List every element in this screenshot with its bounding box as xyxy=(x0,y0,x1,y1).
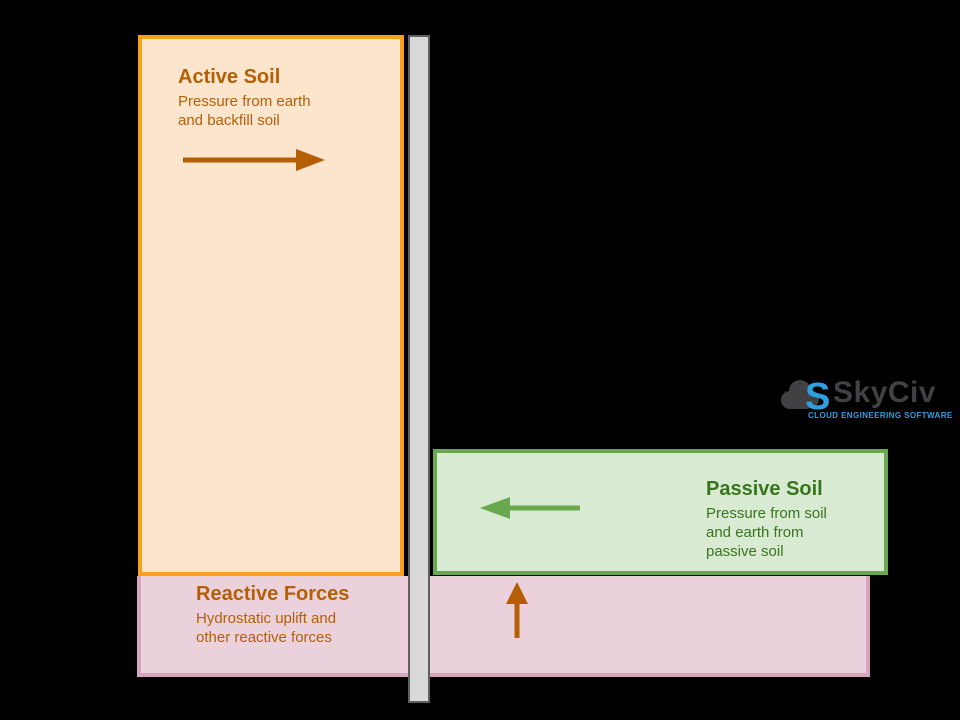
active-soil-title: Active Soil xyxy=(178,66,281,88)
right-arrow-icon xyxy=(183,149,325,171)
active-soil-text-block: Active Soil Pressure from earth and back… xyxy=(178,65,311,130)
reactive-forces-description: Hydrostatic uplift and other reactive fo… xyxy=(196,610,337,646)
retaining-wall xyxy=(408,35,430,703)
left-arrow-icon xyxy=(480,497,580,519)
skyciv-brand-text: SkyCiv xyxy=(833,376,937,409)
skyciv-logo: S SkyCiv CLOUD ENGINEERING SOFTWARE xyxy=(779,373,953,429)
up-arrow-icon xyxy=(506,582,528,638)
reactive-forces-title: Reactive Forces xyxy=(196,583,350,605)
passive-soil-description: Pressure from soil and earth from passiv… xyxy=(706,505,827,560)
active-soil-description: Pressure from earth and backfill soil xyxy=(178,93,311,129)
skyciv-tagline: CLOUD ENGINEERING SOFTWARE xyxy=(808,411,953,420)
skyciv-cloud-icon: S xyxy=(781,376,830,413)
reactive-forces-region: Reactive Forces Hydrostatic uplift and o… xyxy=(137,576,870,677)
passive-soil-title: Passive Soil xyxy=(706,478,823,500)
reactive-forces-text-block: Reactive Forces Hydrostatic uplift and o… xyxy=(196,582,349,647)
passive-soil-text-block: Passive Soil Pressure from soil and eart… xyxy=(706,477,827,561)
active-soil-region: Active Soil Pressure from earth and back… xyxy=(138,35,404,576)
skyciv-logo-row: S SkyCiv xyxy=(779,373,949,413)
svg-text:S: S xyxy=(805,376,830,413)
